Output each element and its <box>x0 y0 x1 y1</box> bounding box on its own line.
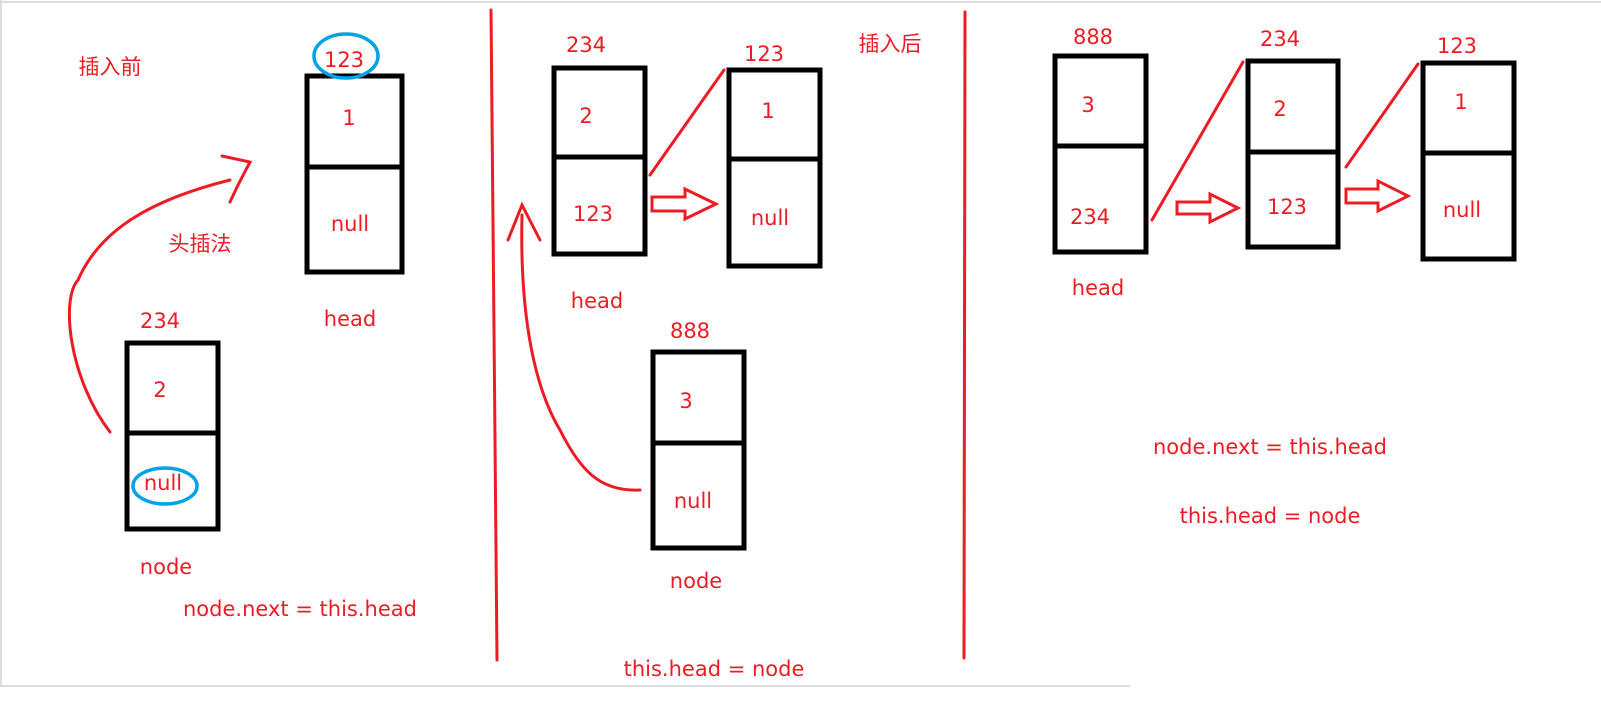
node-box <box>1420 60 1517 262</box>
arrowhead-icon <box>506 201 542 242</box>
highlight-circle <box>131 466 199 506</box>
node-label: head <box>324 307 376 331</box>
after-code-1: node.next = this.head <box>1153 435 1387 459</box>
section-divider-1 <box>489 8 499 662</box>
node-label: node <box>140 555 192 579</box>
before-title: 插入前 <box>79 55 142 79</box>
middle-node-a: 234 2 123 head <box>551 33 648 313</box>
node-label: head <box>1072 276 1124 300</box>
node-box <box>726 67 823 269</box>
node-address: 234 <box>140 309 180 333</box>
node-box <box>551 65 648 257</box>
node-address: 123 <box>324 48 364 72</box>
hollow-arrow-icon <box>650 186 720 222</box>
after-node-c: 123 1 null <box>1420 34 1517 262</box>
node-box <box>650 349 747 551</box>
node-next: null <box>674 489 712 513</box>
arrowhead-icon <box>220 154 253 204</box>
hollow-arrow-icon <box>1175 191 1242 225</box>
highlight-circle <box>312 32 380 80</box>
node-address: 234 <box>566 33 606 57</box>
node-data: 1 <box>761 99 774 123</box>
after-code-2: this.head = node <box>1180 504 1361 528</box>
pointer-line <box>1150 60 1245 222</box>
curved-arrow-icon <box>67 178 232 434</box>
node-next: null <box>1443 198 1481 222</box>
head-node-before: 123 1 null head <box>304 32 405 331</box>
new-node-before: 234 2 null node <box>124 309 221 579</box>
node-address: 234 <box>1260 27 1300 51</box>
node-label: node <box>670 569 722 593</box>
node-next: 123 <box>573 202 613 226</box>
node-next: null <box>331 212 369 236</box>
node-address: 888 <box>670 319 710 343</box>
node-next: 123 <box>1267 195 1307 219</box>
after-title: 插入后 <box>859 32 922 56</box>
curved-arrow-icon <box>520 213 642 492</box>
method-label: 头插法 <box>169 232 232 256</box>
pointer-line <box>648 68 726 177</box>
node-data: 2 <box>153 378 166 402</box>
middle-code: this.head = node <box>624 657 805 681</box>
node-data: 3 <box>679 389 692 413</box>
node-next: 234 <box>1070 205 1110 229</box>
node-data: 2 <box>579 104 592 128</box>
node-address: 123 <box>744 42 784 66</box>
node-data: 3 <box>1081 93 1094 117</box>
node-data: 2 <box>1273 97 1286 121</box>
node-address: 888 <box>1073 25 1113 49</box>
after-node-a: 888 3 234 head <box>1052 25 1149 300</box>
node-box <box>124 340 221 532</box>
section-divider-2 <box>962 10 967 660</box>
node-address: 123 <box>1437 34 1477 58</box>
middle-new-node: 888 3 null node <box>650 319 747 593</box>
node-next: null <box>751 206 789 230</box>
node-data: 1 <box>342 106 355 130</box>
after-node-b: 234 2 123 <box>1245 27 1341 250</box>
pointer-line <box>1344 62 1420 169</box>
hollow-arrow-icon <box>1344 178 1412 214</box>
node-data: 1 <box>1454 90 1467 114</box>
node-label: head <box>571 289 623 313</box>
before-code: node.next = this.head <box>183 597 417 621</box>
middle-node-b: 123 1 null <box>726 42 823 269</box>
node-next: null <box>144 471 182 495</box>
node-box <box>1052 53 1149 255</box>
